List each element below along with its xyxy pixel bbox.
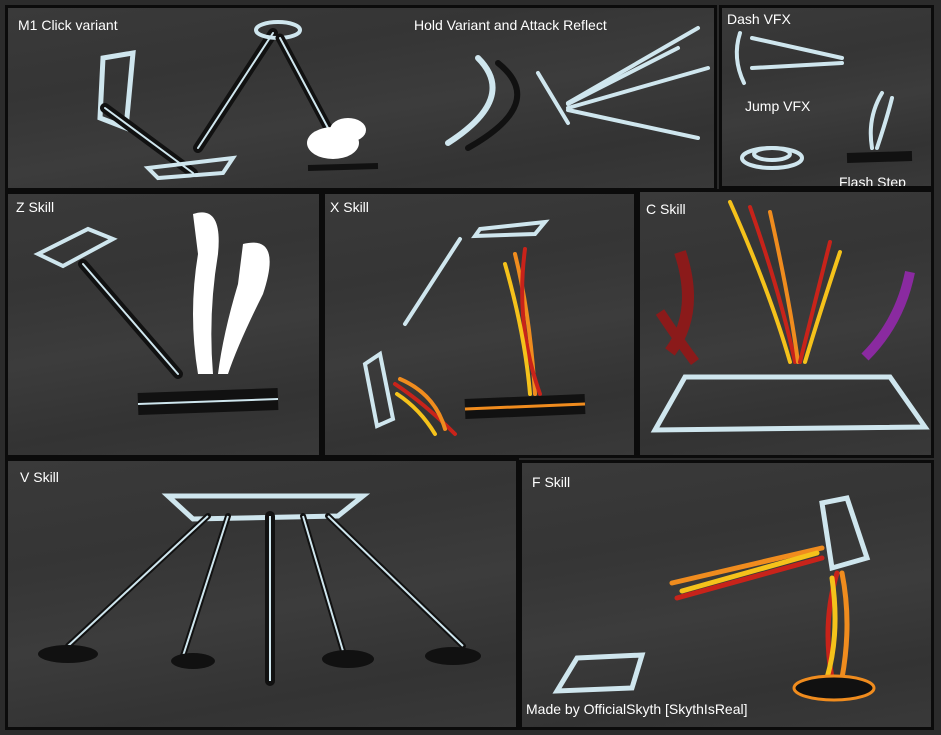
x-label: X Skill: [330, 199, 369, 215]
z-label: Z Skill: [16, 199, 55, 215]
f-label: F Skill: [532, 474, 571, 490]
dash-label: Dash VFX: [727, 11, 791, 27]
panel-dash: Dash VFX Jump VFX Flash Step: [719, 5, 934, 189]
panel-c: C Skill: [637, 189, 934, 458]
v-illustration: [38, 493, 481, 686]
z-illustration: [33, 212, 279, 415]
credit-text: Made by OfficialSkyth [SkythIsReal]: [526, 701, 748, 717]
panel-x: X Skill: [322, 191, 637, 458]
f-illustration: [552, 495, 876, 702]
panel-f: F Skill: [519, 460, 934, 730]
dash-illustration: [734, 31, 913, 170]
flash-step-label: Flash Step: [839, 174, 906, 189]
jump-label: Jump VFX: [745, 98, 811, 114]
panel-z: Z Skill: [5, 191, 322, 458]
panel-m1: M1 Click variant Hold Variant and Attack…: [5, 5, 717, 191]
x-illustration: [362, 219, 586, 436]
c-illustration: [650, 200, 930, 433]
c-label: C Skill: [646, 201, 686, 217]
m1-label: M1 Click variant: [18, 17, 118, 33]
m1-illustration: [97, 20, 710, 181]
panel-v: V Skill: [5, 458, 519, 730]
v-label: V Skill: [20, 469, 59, 485]
hold-variant-label: Hold Variant and Attack Reflect: [414, 17, 607, 33]
